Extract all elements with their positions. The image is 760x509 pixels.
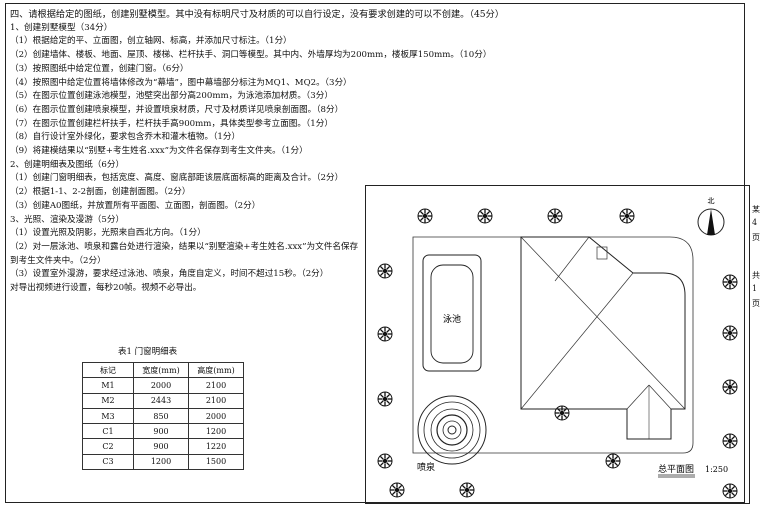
table-row: C3 1200 1500: [82, 453, 244, 471]
table-row: C2 900 1220: [82, 438, 244, 455]
tree-icon: [547, 208, 563, 224]
tree-icon: [722, 433, 738, 449]
table-cell: 1200: [188, 423, 244, 440]
fountain-label: 喷泉: [417, 461, 435, 473]
table-cell: 900: [133, 438, 189, 455]
building-roof: [520, 236, 686, 440]
plan-title: 总平面图: [658, 463, 694, 475]
tree-icon: [377, 263, 393, 279]
table-cell: 1220: [188, 438, 244, 455]
task-line: （7）在图示位置创建栏杆扶手，栏杆扶手高900mm，具体类型参考立面图。（1分）: [10, 118, 333, 129]
table-caption: 表1 门窗明细表: [118, 347, 178, 357]
task-line: （6）在图示位置创建喷泉模型，并设置喷泉材质，尺寸及材质详见喷泉剖面图。（8分）: [10, 104, 344, 115]
task-line: （3）创建A0图纸，并放置所有平面图、立面图，剖面图。（2分）: [10, 200, 261, 211]
task-line: （2）对一层泳池、喷泉和露台处进行渲染，结果以“别墅渲染+考生姓名.xxx”为文…: [10, 241, 359, 252]
table-row: M3 850 2000: [82, 407, 244, 425]
task-text: 四、请根据给定的图纸，创建别墅模型。其中没有标明尺寸及材质的可以自行设定，没有要…: [10, 8, 505, 296]
tree-icon: [477, 208, 493, 224]
side-fragment: 共: [752, 271, 760, 280]
task-line: （1）设置光照及阴影，光照来自西北方向。（1分）: [10, 228, 206, 239]
side-fragment: 某: [752, 205, 760, 214]
table-row: M2 2443 2100: [82, 392, 244, 409]
side-fragment: 4: [752, 218, 758, 227]
task-line: （3）设置室外漫游，要求经过泳池、喷泉，角度自定义，时间不超过15秒。（2分）: [10, 269, 329, 280]
tree-icon: [459, 482, 475, 498]
table-cell: 850: [133, 407, 189, 425]
task-line: （5）在图示位置创建泳池模型，池壁突出部分高200mm，为泳池添加材质。（3分）: [10, 91, 333, 102]
tree-icon: [377, 453, 393, 469]
north-arrow-icon: 北: [697, 197, 725, 236]
table-cell: 1200: [133, 453, 189, 471]
task-line: 对导出视频进行设置，每秒20帧。视频不必导出。: [10, 283, 202, 294]
table-cell: 2100: [188, 377, 244, 394]
tree-icon: [605, 453, 621, 469]
table-cell: M3: [82, 407, 134, 425]
door-window-schedule: 标记 宽度(mm) 高度(mm) M1 2000 2100 M2 2443 21…: [82, 361, 244, 471]
side-fragment: 页: [752, 299, 760, 308]
tree-icon: [722, 325, 738, 341]
table-cell: 2100: [188, 392, 244, 409]
table-cell: 2000: [188, 407, 244, 425]
task-line: （1）创建门窗明细表，包括宽度、高度、窗底部距该层底面标高的距离及合计。（2分）: [10, 173, 344, 184]
section-heading: 四、请根据给定的图纸，创建别墅模型。其中没有标明尺寸及材质的可以自行设定，没有要…: [10, 9, 505, 20]
tree-icon: [377, 391, 393, 407]
plan-scale: 1:250: [705, 465, 728, 474]
table-cell: C2: [82, 438, 134, 455]
table-header-row: 标记 宽度(mm) 高度(mm): [82, 361, 244, 379]
site-plan-border: [365, 185, 750, 504]
tree-icon: [377, 326, 393, 342]
task-line: （2）创建墙体、楼板、地面、屋顶、楼梯、栏杆扶手、洞口等模型。其中内、外墙厚均为…: [10, 50, 492, 61]
table-row: M1 2000 2100: [82, 377, 244, 394]
column-header: 高度(mm): [188, 361, 244, 379]
tree-icon: [389, 482, 405, 498]
table-cell: C3: [82, 453, 134, 471]
tree-symbols: [377, 208, 738, 499]
task-line: 到考生文件夹中。（2分）: [10, 255, 106, 266]
table-cell: 2443: [133, 392, 189, 409]
tree-icon: [417, 208, 433, 224]
side-fragment: 1: [752, 284, 758, 293]
north-label: 北: [708, 197, 715, 205]
task-line: （4）按照图中给定位置将墙体修改为“幕墙”，图中幕墙部分标注为MQ1、MQ2。（…: [10, 77, 352, 88]
pool: 泳池: [422, 254, 482, 372]
site-plan: 泳池 喷泉 北 总平面图 1:250: [365, 185, 750, 504]
table-cell: 900: [133, 423, 189, 440]
column-header: 标记: [82, 361, 134, 379]
tree-icon: [619, 208, 635, 224]
task-line: （3）按照图纸中给定位置，创建门窗。（6分）: [10, 63, 189, 74]
site-boundary: [412, 236, 694, 454]
table-cell: M2: [82, 392, 134, 409]
table-cell: M1: [82, 377, 134, 394]
tree-icon: [722, 483, 738, 499]
task-line: 1、创建别墅模型（34分）: [10, 22, 113, 33]
task-line: 2、创建明细表及图纸（6分）: [10, 159, 125, 170]
table-cell: 1500: [188, 453, 244, 471]
tree-icon: [554, 405, 570, 421]
tree-icon: [722, 274, 738, 290]
page-frame: [5, 3, 745, 503]
side-fragment: 页: [752, 233, 760, 242]
tree-icon: [722, 379, 738, 395]
pool-label: 泳池: [443, 313, 461, 325]
fountain: 喷泉: [417, 395, 487, 473]
table-cell: 2000: [133, 377, 189, 394]
table-cell: C1: [82, 423, 134, 440]
table-row: C1 900 1200: [82, 423, 244, 440]
task-line: （2）根据1-1、2-2剖面，创建剖面图。（2分）: [10, 187, 191, 198]
column-header: 宽度(mm): [133, 361, 189, 379]
task-line: 3、光照、渲染及漫游（5分）: [10, 214, 125, 225]
task-line: （8）自行设计室外绿化，要求包含乔木和灌木植物。（1分）: [10, 132, 241, 143]
task-line: （9）将建模结果以“别墅+考生姓名.xxx”为文件名保存到考生文件夹。（1分）: [10, 146, 308, 157]
task-line: （1）根据给定的平、立面图，创立轴网、标高，并添加尺寸标注。（1分）: [10, 36, 292, 47]
